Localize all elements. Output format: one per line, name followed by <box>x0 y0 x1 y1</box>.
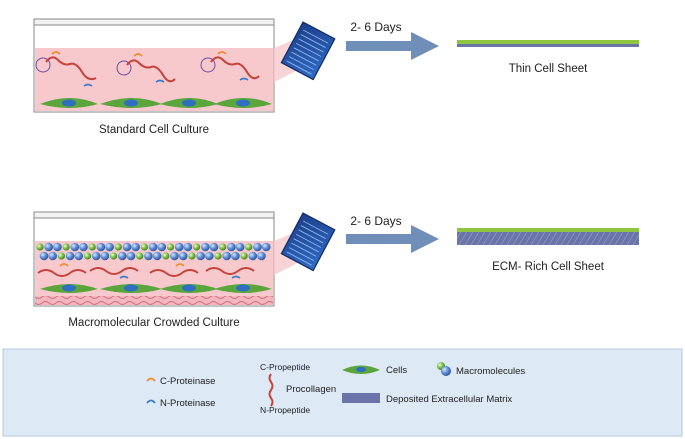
macromolecule <box>91 251 101 261</box>
standard-culture-panel: Standard Cell Culture 2- 6 Days Thin Cel… <box>33 18 639 136</box>
macromolecule <box>39 251 49 261</box>
legend-n-propeptide: N-Propeptide <box>260 405 310 415</box>
n-proteinase-icon <box>146 399 156 404</box>
macromolecule <box>48 251 57 261</box>
procollagen-group-1 <box>35 51 97 87</box>
macromolecule <box>196 251 205 261</box>
macromolecule <box>201 242 210 252</box>
macromolecule <box>105 242 114 252</box>
macromolecule <box>219 243 227 251</box>
culture-label: Macromolecular Crowded Culture <box>68 317 239 329</box>
macromolecule <box>96 242 106 252</box>
macromolecule <box>245 243 253 251</box>
nucleus-icon <box>356 366 366 373</box>
macromolecule <box>174 242 184 252</box>
time-arrow <box>346 225 439 253</box>
macromolecule <box>140 243 148 251</box>
time-arrow <box>346 32 439 60</box>
macromolecule <box>62 243 70 251</box>
cell-layer <box>40 98 272 108</box>
macromolecule <box>214 252 222 260</box>
macromolecule <box>65 251 75 261</box>
macromolecule <box>183 242 193 252</box>
cell-layer <box>40 284 272 293</box>
macromolecule <box>240 252 248 260</box>
macromolecule-layer <box>36 242 271 261</box>
macromolecule <box>253 242 262 252</box>
macromolecule <box>53 242 62 252</box>
procollagen-group-3 <box>200 51 260 81</box>
macromolecule-icon-blue <box>441 366 451 376</box>
flask-lid <box>33 211 275 219</box>
ecm-swatch <box>342 393 380 403</box>
macromolecule <box>227 242 236 252</box>
legend-procollagen: Procollagen <box>286 384 336 395</box>
macromolecule <box>74 251 84 261</box>
macromolecule <box>57 252 65 260</box>
macromolecule <box>100 251 110 261</box>
macromolecule <box>235 242 245 252</box>
macromolecule <box>122 242 132 252</box>
legend-c-propeptide: C-Propeptide <box>260 362 310 372</box>
macromolecule <box>136 252 144 260</box>
light-source-icon <box>280 21 336 81</box>
macromolecule <box>88 243 96 251</box>
macromolecule <box>70 242 80 252</box>
macromolecule <box>152 251 162 261</box>
macromolecule <box>83 252 92 260</box>
procollagen-icon <box>268 373 274 407</box>
legend: C-Proteinase N-Proteinase C-Propeptide P… <box>2 348 683 437</box>
macromolecule <box>157 242 167 252</box>
result-label: ECM- Rich Cell Sheet <box>492 261 605 273</box>
macromolecule <box>188 252 196 260</box>
macromolecule <box>231 251 240 261</box>
legend-n-proteinase: N-Proteinase <box>160 398 215 409</box>
procollagen-strands <box>37 263 255 279</box>
culture-label: Standard Cell Culture <box>99 124 209 136</box>
light-source-icon <box>280 212 336 272</box>
macromolecule <box>148 242 158 252</box>
macromolecule <box>144 251 153 261</box>
macromolecule <box>170 251 179 261</box>
flask-lid <box>33 18 275 26</box>
macromolecule <box>222 251 231 261</box>
macromolecule <box>131 242 140 252</box>
macromolecule <box>257 251 266 261</box>
duration-label: 2- 6 Days <box>350 214 401 228</box>
macromolecule <box>193 243 201 251</box>
macromolecule <box>178 251 188 261</box>
legend-c-proteinase: C-Proteinase <box>160 376 215 387</box>
legend-box <box>2 348 683 437</box>
ecm-rich-cell-sheet <box>457 228 639 245</box>
macromolecule <box>205 251 214 261</box>
macromolecule <box>209 242 219 252</box>
macromolecule <box>248 251 258 261</box>
macromolecule <box>261 242 271 252</box>
macromolecule <box>126 251 136 261</box>
result-label: Thin Cell Sheet <box>509 63 588 75</box>
macromolecule <box>162 252 170 260</box>
macromolecule <box>44 242 53 252</box>
macromolecule <box>79 242 88 252</box>
thin-cell-sheet <box>457 40 639 47</box>
procollagen-group-2 <box>116 53 176 83</box>
macromolecule <box>114 243 122 251</box>
duration-label: 2- 6 Days <box>350 20 401 34</box>
macromolecule <box>166 243 175 251</box>
legend-cells: Cells <box>386 365 407 376</box>
macromolecule <box>110 252 118 260</box>
legend-macromolecules: Macromolecules <box>456 366 525 377</box>
crowded-culture-panel: Macromolecular Crowded Culture 2- 6 Days… <box>33 211 639 329</box>
macromolecule <box>118 251 127 261</box>
legend-deposited-ecm: Deposited Extracellular Matrix <box>386 394 512 405</box>
c-proteinase-icon <box>146 377 156 382</box>
deposited-ecm-layer <box>35 296 273 305</box>
macromolecule <box>36 243 44 251</box>
